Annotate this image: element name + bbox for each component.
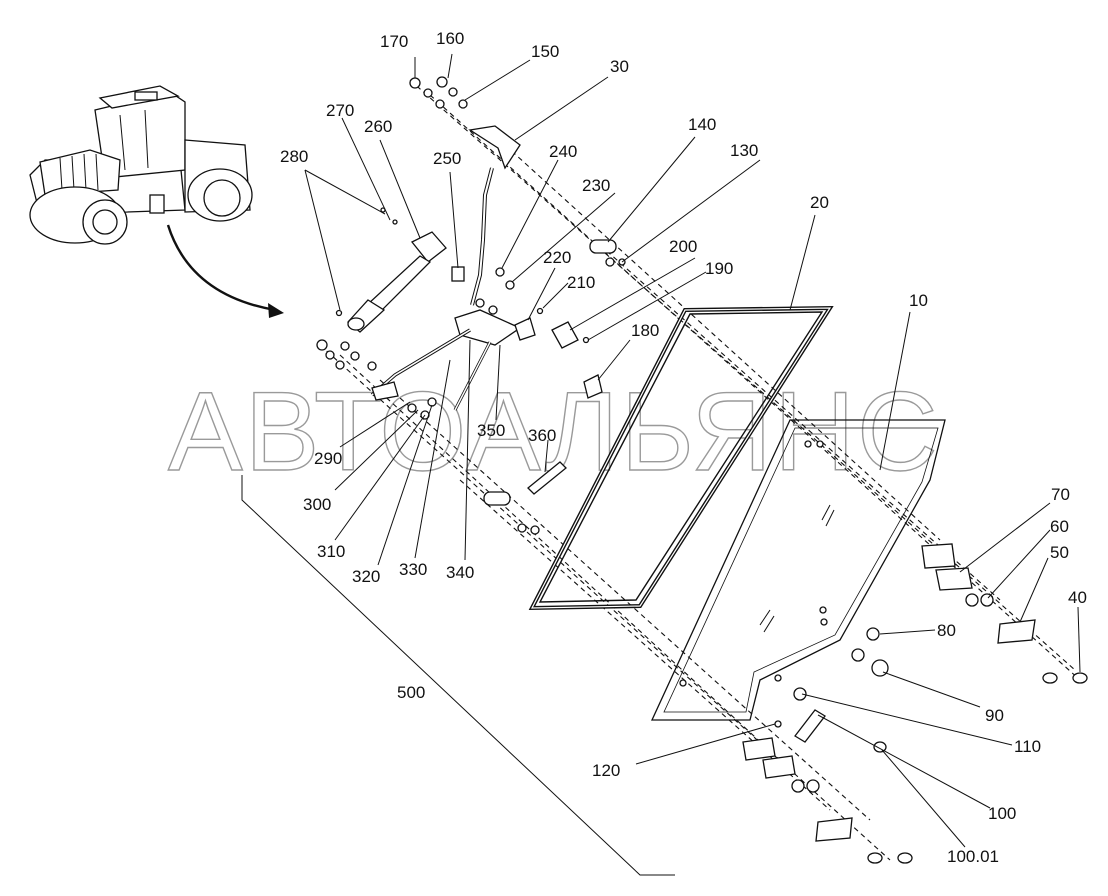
callout-240: 240 bbox=[549, 142, 577, 161]
callout-300: 300 bbox=[303, 495, 331, 514]
callout-90: 90 bbox=[985, 706, 1004, 725]
callout-20: 20 bbox=[810, 193, 829, 212]
callout-500: 500 bbox=[397, 683, 425, 702]
callout-350: 350 bbox=[477, 421, 505, 440]
plate-340 bbox=[483, 491, 511, 506]
callout-150: 150 bbox=[531, 42, 559, 61]
roller-vehicle-illustration bbox=[29, 85, 284, 318]
plate-140 bbox=[589, 239, 617, 254]
callout-320: 320 bbox=[352, 567, 380, 586]
assembly-bracket-500 bbox=[241, 475, 675, 876]
callout-60: 60 bbox=[1050, 517, 1069, 536]
plate-220 bbox=[514, 317, 536, 341]
callout-80: 80 bbox=[937, 621, 956, 640]
washers-nuts bbox=[316, 76, 626, 535]
callout-330: 330 bbox=[399, 560, 427, 579]
callout-190: 190 bbox=[705, 259, 733, 278]
callout-50: 50 bbox=[1050, 543, 1069, 562]
bracket-200 bbox=[551, 321, 579, 349]
callout-340: 340 bbox=[446, 563, 474, 582]
wiper-arm-260 bbox=[335, 207, 447, 333]
callout-290: 290 bbox=[314, 449, 342, 468]
rod-360 bbox=[527, 461, 567, 495]
callout-labels: 170 160 150 30 270 260 280 250 240 230 1… bbox=[280, 29, 1087, 866]
callout-360: 360 bbox=[528, 426, 556, 445]
callout-230: 230 bbox=[582, 176, 610, 195]
callout-220: 220 bbox=[543, 248, 571, 267]
clip-250 bbox=[451, 266, 465, 282]
callout-250: 250 bbox=[433, 149, 461, 168]
callout-100: 100 bbox=[988, 804, 1016, 823]
glass-pane-10 bbox=[650, 419, 946, 721]
callout-210: 210 bbox=[567, 273, 595, 292]
callout-110: 110 bbox=[1014, 737, 1041, 756]
callout-30: 30 bbox=[610, 57, 629, 76]
leader-lines bbox=[304, 53, 1081, 848]
callout-10: 10 bbox=[909, 291, 928, 310]
callout-70: 70 bbox=[1051, 485, 1070, 504]
callout-130: 130 bbox=[730, 141, 758, 160]
wiper-rod-30 bbox=[370, 125, 522, 411]
plate-180 bbox=[583, 374, 603, 399]
callout-170: 170 bbox=[380, 32, 408, 51]
callout-260: 260 bbox=[364, 117, 392, 136]
callout-180: 180 bbox=[631, 321, 659, 340]
seal-20 bbox=[528, 305, 834, 611]
hinge-parts bbox=[742, 543, 1088, 864]
callout-120: 120 bbox=[592, 761, 620, 780]
callout-200: 200 bbox=[669, 237, 697, 256]
callout-100-01: 100.01 bbox=[947, 847, 999, 866]
callout-40: 40 bbox=[1068, 588, 1087, 607]
callout-280: 280 bbox=[280, 147, 308, 166]
callout-310: 310 bbox=[317, 542, 345, 561]
callout-160: 160 bbox=[436, 29, 464, 48]
callout-140: 140 bbox=[688, 115, 716, 134]
callout-270: 270 bbox=[326, 101, 354, 120]
